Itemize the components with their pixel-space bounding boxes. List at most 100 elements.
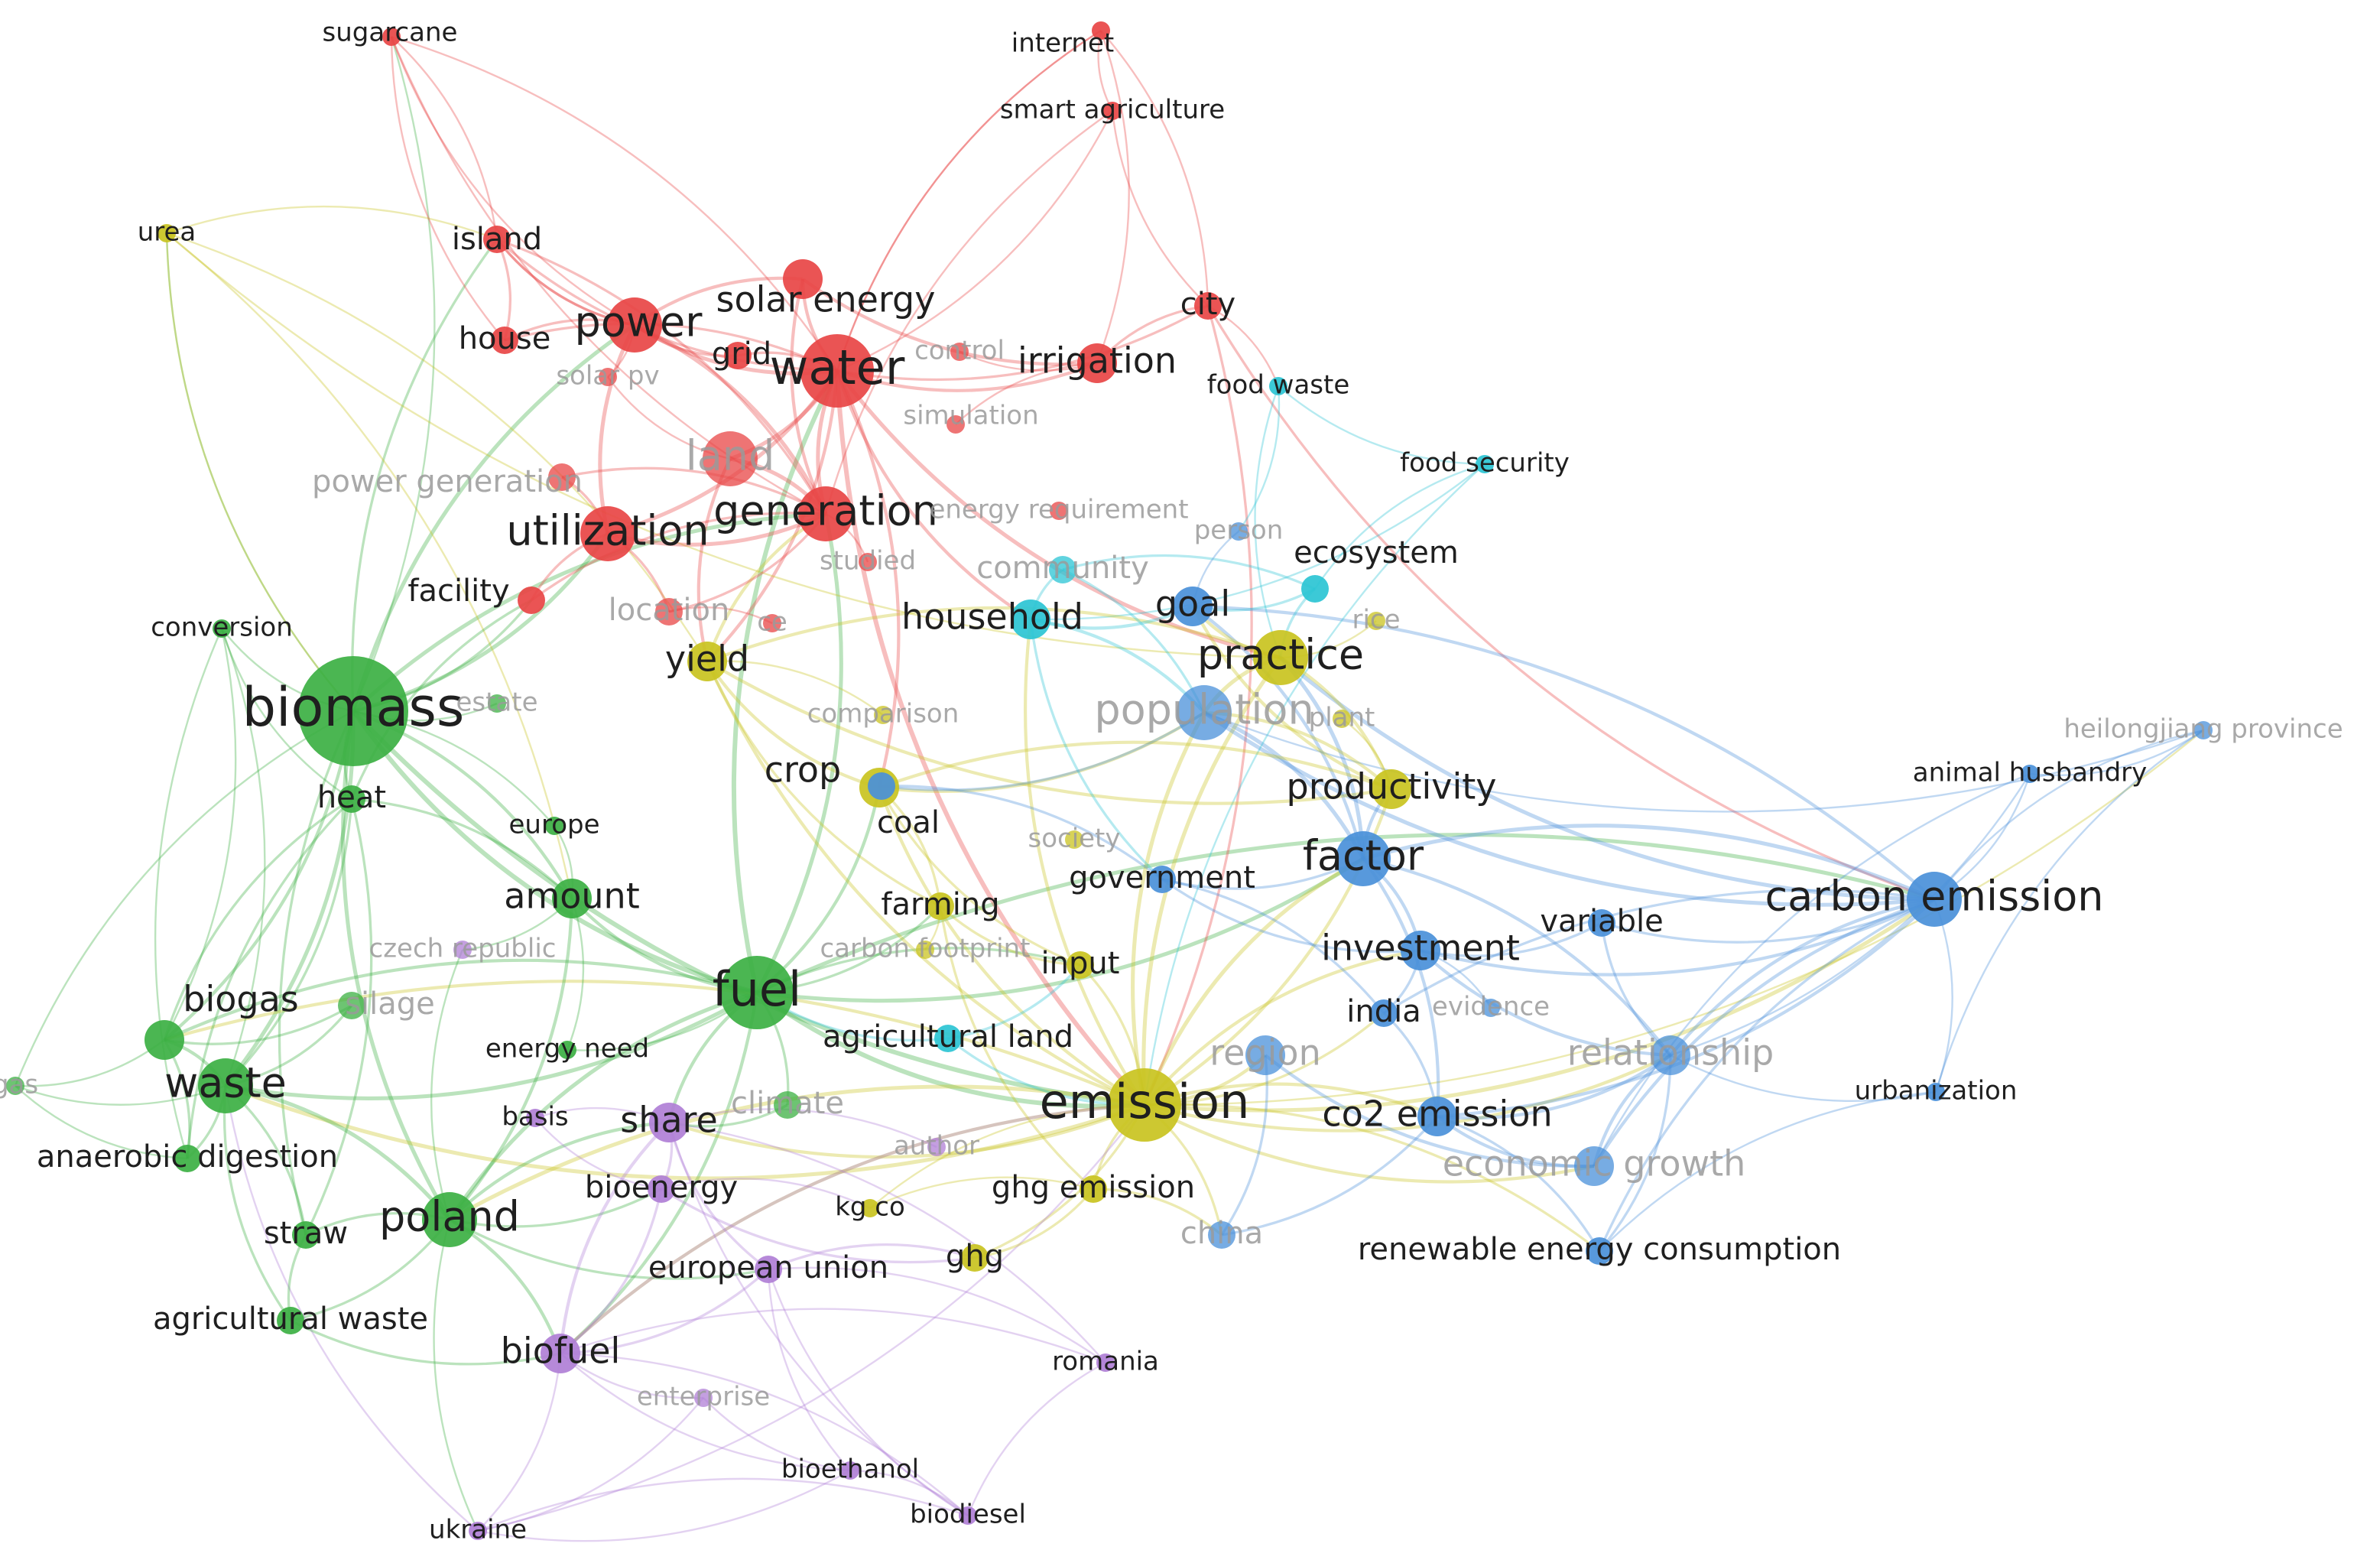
node-factor[interactable] — [1336, 831, 1391, 886]
node-solar-energy[interactable] — [783, 259, 823, 299]
node-person[interactable] — [1229, 522, 1248, 541]
node-carbon-emission[interactable] — [1907, 872, 1962, 927]
node-solar-pv[interactable] — [599, 368, 617, 386]
edge-co2_emission-factor — [1362, 857, 1440, 1117]
node-anaerobic-digestion[interactable] — [174, 1145, 201, 1172]
node-bioenergy[interactable] — [648, 1175, 675, 1203]
node-simulation[interactable] — [946, 415, 965, 434]
node-land[interactable] — [703, 431, 758, 486]
node-energy-need[interactable] — [558, 1041, 576, 1059]
node-practice[interactable] — [1253, 630, 1308, 685]
node-plant[interactable] — [1333, 710, 1351, 728]
node-community[interactable] — [1049, 556, 1076, 583]
node-studied[interactable] — [859, 553, 877, 571]
node-silage[interactable] — [338, 992, 365, 1019]
node-coal[interactable] — [868, 772, 895, 800]
node-ghg-emission[interactable] — [1080, 1175, 1107, 1203]
node-bioethanol[interactable] — [841, 1461, 859, 1480]
node-biomass[interactable] — [298, 656, 408, 766]
label-ecosystem: ecosystem — [1294, 535, 1459, 570]
node-yield[interactable] — [687, 642, 727, 681]
node-share[interactable] — [649, 1103, 689, 1142]
node-facility[interactable] — [518, 587, 545, 614]
edge-urbanization-renewable_energy_consumption — [1599, 1090, 1937, 1252]
node-conversion[interactable] — [213, 619, 231, 638]
node-goal[interactable] — [1173, 587, 1213, 626]
node-straw[interactable] — [292, 1221, 320, 1249]
node-biodiesel[interactable] — [959, 1506, 977, 1525]
node-kg-co[interactable] — [861, 1199, 879, 1217]
node-gas[interactable] — [6, 1077, 24, 1095]
node-heat[interactable] — [338, 785, 365, 813]
node-poland[interactable] — [422, 1192, 477, 1247]
edge-carbon_emission-variable — [1601, 898, 1935, 944]
node-evidence[interactable] — [1482, 999, 1500, 1017]
node-city[interactable] — [1194, 292, 1222, 320]
node-house[interactable] — [491, 327, 518, 354]
node-fuel[interactable] — [720, 956, 794, 1029]
node-relationship[interactable] — [1651, 1035, 1690, 1075]
node-economic-growth[interactable] — [1574, 1146, 1614, 1186]
node-agricultural-land[interactable] — [934, 1025, 962, 1052]
node-power[interactable] — [607, 297, 662, 353]
node-population[interactable] — [1177, 685, 1232, 740]
node-biofuel[interactable] — [541, 1334, 580, 1373]
node-control[interactable] — [950, 343, 969, 361]
node-food-waste[interactable] — [1269, 377, 1287, 395]
node-investment[interactable] — [1401, 931, 1440, 970]
node-ecosystem[interactable] — [1301, 575, 1329, 603]
node-food-security[interactable] — [1476, 455, 1494, 473]
edge-european_union-bioethanol — [767, 1269, 851, 1471]
edge-bioethanol-biodiesel — [849, 1469, 969, 1516]
node-author[interactable] — [927, 1138, 946, 1156]
node-energy-requirement[interactable] — [1050, 502, 1068, 520]
node-india[interactable] — [1370, 999, 1398, 1027]
node-household[interactable] — [1011, 600, 1050, 639]
node-location[interactable] — [655, 598, 683, 626]
node-heilongjiang-province[interactable] — [2194, 721, 2213, 739]
node-utilization[interactable] — [580, 506, 635, 561]
node-grid[interactable] — [724, 342, 752, 369]
node-rice[interactable] — [1367, 612, 1385, 630]
node-ghg[interactable] — [961, 1244, 989, 1272]
node-europe[interactable] — [545, 817, 563, 835]
node-ukraine[interactable] — [469, 1522, 487, 1540]
node-farming[interactable] — [927, 892, 954, 920]
node-enterprise[interactable] — [694, 1389, 713, 1407]
node-emission[interactable] — [1108, 1068, 1181, 1142]
node-china[interactable] — [1208, 1221, 1235, 1249]
node-internet[interactable] — [1092, 21, 1110, 40]
node-government[interactable] — [1148, 866, 1176, 893]
node-sugarcane[interactable] — [382, 28, 401, 46]
node-czech-republic[interactable] — [453, 941, 472, 959]
node-animal-husbandry[interactable] — [2021, 765, 2039, 783]
node-climate[interactable] — [774, 1091, 801, 1119]
node-romania[interactable] — [1096, 1353, 1115, 1372]
node-productivity[interactable] — [1372, 769, 1411, 809]
node-urbanization[interactable] — [1927, 1083, 1945, 1101]
node-region[interactable] — [1245, 1035, 1285, 1075]
node-renewable-energy-consumption[interactable] — [1586, 1237, 1613, 1265]
node-society[interactable] — [1065, 830, 1083, 849]
node-basis[interactable] — [526, 1109, 544, 1127]
node-water[interactable] — [800, 334, 874, 408]
node-waste[interactable] — [198, 1058, 253, 1113]
edge-biomass-island — [351, 239, 498, 712]
node-generation[interactable] — [798, 486, 853, 541]
node-european-union[interactable] — [755, 1256, 782, 1283]
node-fuel-cell[interactable] — [763, 614, 781, 632]
node-carbon-footprint[interactable] — [916, 941, 934, 959]
node-power-generation[interactable] — [548, 463, 576, 491]
node-amount[interactable] — [552, 879, 592, 918]
node-biogas[interactable] — [144, 1020, 184, 1060]
node-smart-agriculture[interactable] — [1103, 102, 1122, 120]
node-variable[interactable] — [1588, 909, 1615, 937]
node-agricultural-waste[interactable] — [277, 1307, 304, 1334]
node-urea[interactable] — [157, 224, 176, 242]
node-comparison[interactable] — [874, 706, 892, 724]
node-input[interactable] — [1067, 951, 1094, 979]
node-biomass-estate[interactable] — [488, 694, 506, 713]
node-island[interactable] — [483, 226, 511, 253]
node-irrigation[interactable] — [1077, 343, 1117, 383]
node-co2-emission[interactable] — [1417, 1097, 1457, 1136]
